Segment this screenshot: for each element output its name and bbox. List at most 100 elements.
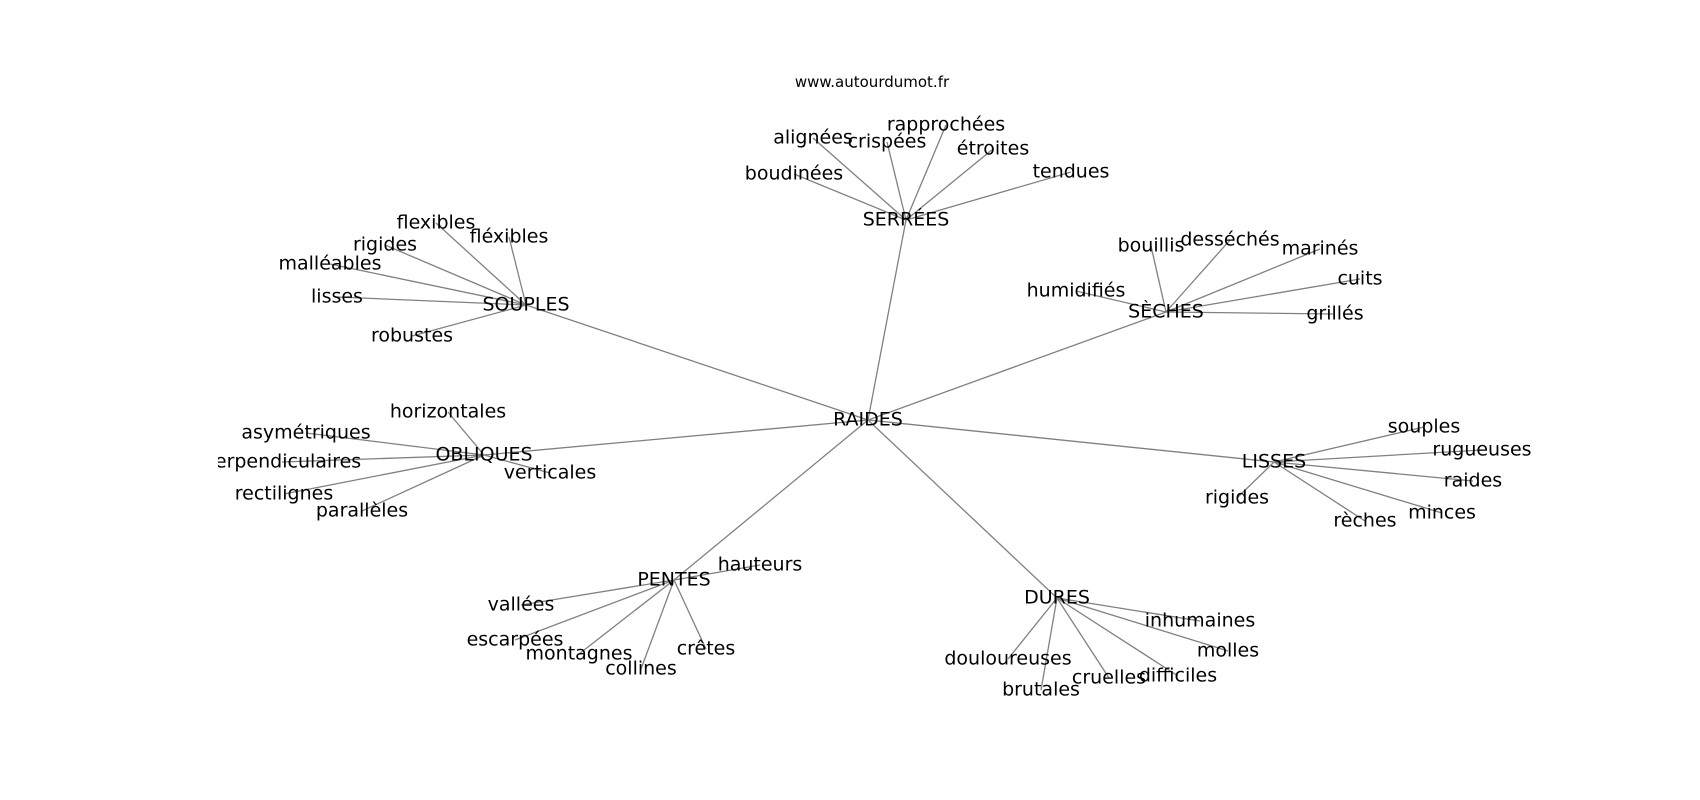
word-node: crêtes [677, 638, 736, 660]
hub-word-edge [1056, 597, 1179, 677]
word-node: alignées [773, 127, 853, 149]
word-node: asymétriques [241, 422, 370, 444]
word-node: flexibles [397, 212, 476, 234]
word-node: horizontales [390, 401, 506, 423]
hub-word-edge [1165, 311, 1336, 315]
hub-word-edge [435, 222, 527, 306]
hub-word-edge [1007, 597, 1058, 660]
hub-word-edge [1165, 239, 1231, 313]
hub-word-edge [1236, 461, 1275, 499]
word-node: rigides [353, 234, 417, 256]
hub-node: OBLIQUES [435, 444, 532, 466]
word-node: rugueuses [1432, 439, 1531, 461]
word-node: bouillis [1118, 235, 1185, 257]
source-label: www.autourdumot.fr [795, 73, 950, 91]
word-node: robustes [371, 325, 453, 347]
word-node: douloureuses [944, 648, 1071, 670]
hub-word-edge [1273, 461, 1474, 482]
hub-word-edge [1273, 426, 1425, 463]
word-node: molles [1197, 640, 1259, 662]
hub-word-edge [361, 454, 485, 512]
word-node: montagnes [526, 643, 633, 665]
word-node: rectilignes [235, 483, 334, 505]
hub-word-edge [1165, 248, 1321, 313]
word-node: crispées [848, 131, 927, 153]
hub-word-edge [1040, 597, 1058, 691]
word-node: cuits [1337, 268, 1382, 290]
hub-word-edge [1273, 461, 1443, 514]
hub-word-edge [283, 454, 485, 495]
word-node: perpendiculaires [203, 451, 361, 473]
hub-word-edge [905, 148, 994, 221]
hub-word-edge [812, 137, 907, 221]
word-node: escarpées [467, 629, 564, 651]
hub-word-edge [1056, 597, 1110, 679]
hub-word-edge [905, 171, 1072, 221]
hub-word-edge [640, 579, 675, 670]
word-node: minces [1408, 502, 1476, 524]
hub-node: DURES [1024, 587, 1090, 609]
hub-word-edge [1150, 245, 1167, 313]
center-hub-edge [867, 219, 907, 421]
hub-word-edge [281, 454, 485, 463]
word-node: lisses [311, 286, 363, 308]
word-node: étroites [957, 138, 1029, 160]
hub-word-edge [520, 579, 675, 606]
word-node: malléables [279, 253, 382, 275]
word-node: grillés [1306, 303, 1363, 325]
hub-word-edge [1273, 449, 1483, 463]
word-node: verticales [504, 462, 596, 484]
word-node: marinés [1282, 238, 1359, 260]
hub-word-edge [336, 296, 527, 306]
hub-node: SERRÉES [863, 208, 950, 231]
hub-word-edge [1075, 290, 1167, 313]
hub-word-edge [447, 411, 485, 456]
hub-node: PENTES [637, 569, 710, 591]
hub-word-edge [1056, 597, 1229, 652]
word-node: desséchés [1180, 229, 1279, 251]
word-node: brutales [1002, 679, 1080, 701]
word-node: boudinées [745, 163, 843, 185]
word-node: rapprochées [887, 114, 1005, 136]
center-hub-edge [867, 311, 1167, 421]
hub-word-edge [329, 263, 527, 306]
hub-word-edge [886, 141, 907, 221]
word-node: inhumaines [1145, 610, 1255, 632]
word-node: collines [605, 658, 677, 680]
word-node: vallées [488, 594, 555, 616]
word-node: cruelles [1072, 667, 1146, 689]
labels: RAIDES SERRÉES alignéescrispéesrapprochée… [203, 114, 1532, 701]
hub-word-edge [411, 304, 527, 337]
hub-word-edge [305, 432, 485, 456]
word-node: hauteurs [718, 554, 803, 576]
hub-word-edge [793, 173, 907, 221]
word-node: tendues [1033, 161, 1110, 183]
edges [281, 124, 1483, 691]
center-hub-edge [867, 419, 1275, 463]
word-node: rèches [1333, 510, 1396, 532]
word-node: humidifiés [1027, 280, 1126, 302]
hub-word-edge [508, 236, 527, 306]
hub-word-edge [514, 579, 675, 641]
center-hub-edge [673, 419, 869, 581]
hub-word-edge [1273, 461, 1366, 522]
hub-node: SÈCHES [1128, 300, 1204, 323]
center-node: RAIDES [833, 409, 903, 431]
word-node: raides [1444, 470, 1502, 492]
center-hub-edge [867, 419, 1058, 599]
hub-word-edge [384, 244, 527, 306]
word-node: fléxibles [470, 226, 549, 248]
center-hub-edge [525, 304, 869, 421]
hub-node: SOUPLES [482, 294, 569, 316]
hub-node: LISSES [1242, 451, 1306, 473]
center-hub-edge [483, 419, 869, 456]
hub-word-edge [1056, 597, 1201, 622]
hub-word-edge [673, 564, 761, 581]
word-node: difficiles [1139, 665, 1217, 687]
word-node: souples [1388, 416, 1461, 438]
word-node: parallèles [316, 500, 408, 522]
hub-word-edge [905, 124, 947, 221]
word-node: rigides [1205, 487, 1269, 509]
hub-word-edge [1165, 278, 1361, 313]
